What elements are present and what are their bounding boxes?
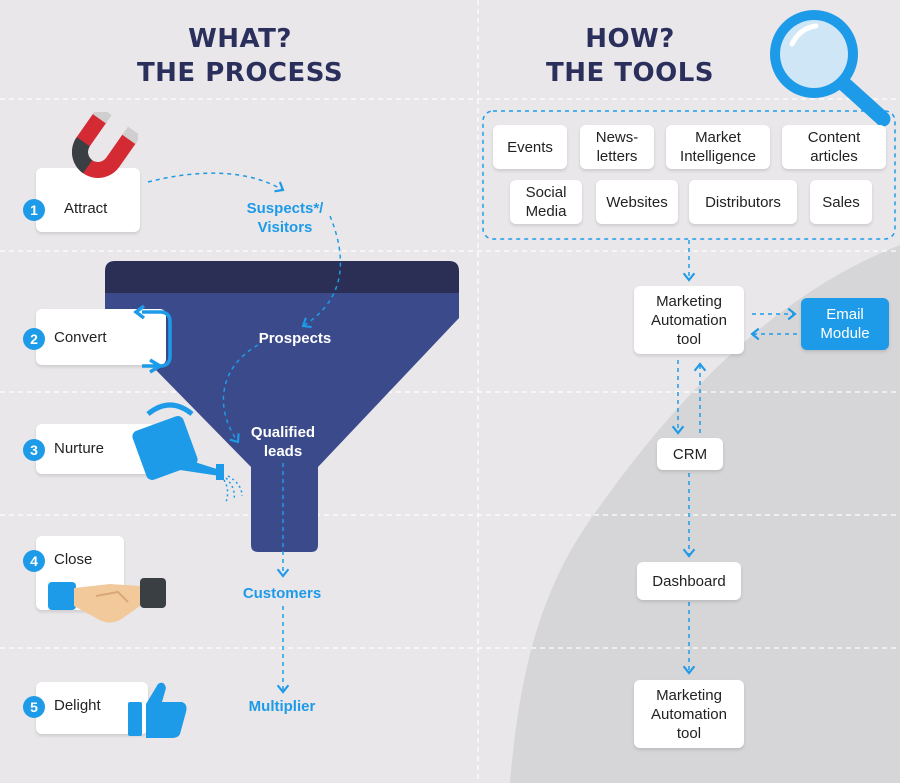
magnet-icon [72,112,138,178]
marketing-automation-tool: Marketing Automation tool [634,286,744,354]
tool-card: Sales [810,180,872,224]
step-label-attract: Attract [64,200,108,217]
crm-card: CRM [657,438,723,470]
stage-suspects: Suspects*/ Visitors [246,200,324,236]
tool-card: Content articles [782,125,886,169]
step-card-convert [36,309,166,365]
step-card-attract [36,168,140,232]
tool-card: News- letters [580,125,654,169]
step-label-delight: Delight [54,697,101,714]
tool-card: Social Media [510,180,582,224]
process-header-line1: WHAT? [188,24,292,54]
thumbs-up-icon [128,682,187,738]
step-label-convert: Convert [54,329,107,346]
step-badge-5: 5 [23,696,45,718]
step-badge-4: 4 [23,550,45,572]
stage-qualified-leads: Qualified leads [250,424,316,460]
handshake-icon [48,578,166,623]
watering-can-icon [132,402,243,503]
refresh-arrows-icon [133,304,172,374]
step-label-nurture: Nurture [54,440,105,457]
tool-card: Events [493,125,567,169]
tool-card: Distributors [689,180,797,224]
tools-header: HOW? THE TOOLS [530,22,730,90]
tool-card: Market Intelligence [666,125,770,169]
step-badge-3: 3 [23,439,45,461]
stage-multiplier: Multiplier [248,698,316,715]
stage-customers: Customers [242,585,322,602]
step-badge-1: 1 [23,199,45,221]
funnel [105,261,459,552]
process-header: WHAT? THE PROCESS [120,22,360,90]
step-label-close: Close [54,551,93,568]
tools-group-box [482,110,896,240]
tool-card: Websites [596,180,678,224]
tool-connectors [671,240,797,675]
tools-header-line1: HOW? [585,24,675,54]
tools-header-line2: THE TOOLS [545,58,715,88]
magnifying-glass-icon [770,10,891,127]
process-header-line2: THE PROCESS [136,58,344,88]
funnel-top [105,261,459,293]
step-badge-2: 2 [23,328,45,350]
dashboard-card: Dashboard [637,562,741,600]
stage-prospects: Prospects [258,330,332,347]
email-module: Email Module [801,298,889,350]
process-connectors [147,172,342,694]
funnel-body [105,293,459,552]
marketing-automation-tool-final: Marketing Automation tool [634,680,744,748]
